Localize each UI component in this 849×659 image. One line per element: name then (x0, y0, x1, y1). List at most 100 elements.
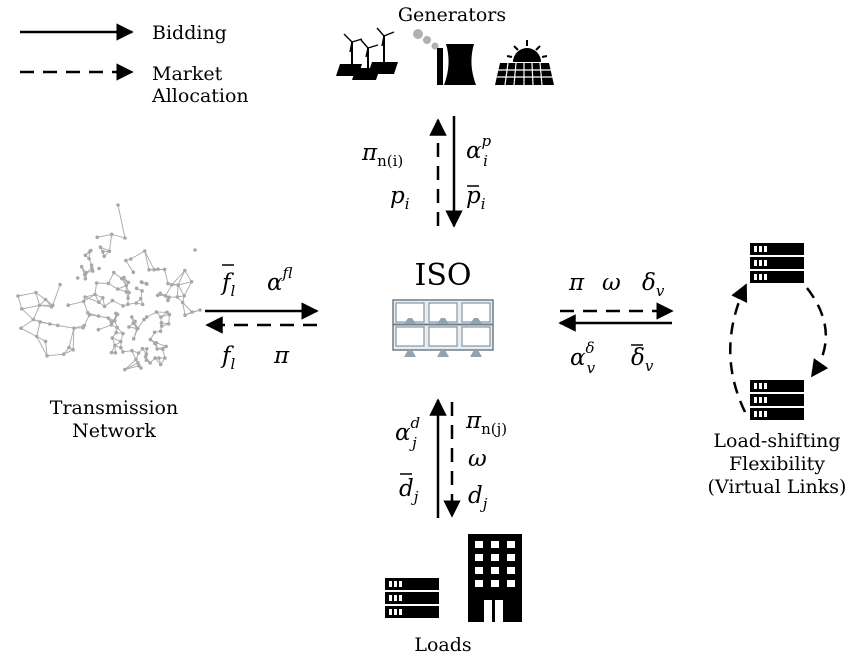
network-node (136, 361, 140, 365)
network-node (144, 315, 149, 319)
legend: Bidding Market Allocation (20, 22, 249, 107)
network-edge (171, 270, 186, 286)
load-server-icon (385, 578, 439, 618)
network-node (183, 313, 187, 318)
network-node (96, 327, 101, 332)
network-node (130, 348, 134, 353)
transmission-label-line2: Network (72, 420, 156, 442)
network-edge (94, 282, 98, 295)
network-node (152, 267, 156, 272)
network-node (127, 325, 131, 329)
transmission-label-line1: Transmission (50, 397, 178, 419)
alpha-f-l-label: αfl (267, 264, 293, 296)
svg-text:dj: dj (399, 476, 419, 506)
network-node (127, 290, 131, 295)
network-node (170, 283, 174, 287)
office-building-icon (468, 534, 522, 622)
network-node (126, 302, 130, 307)
network-node (81, 299, 86, 304)
network-node (101, 249, 105, 254)
network-edge (35, 292, 41, 306)
flexibility-node: Load-shifting Flexibility (Virtual Links… (708, 243, 847, 498)
iso-label: ISO (415, 258, 472, 293)
network-edge (182, 302, 193, 313)
pi-nj-label: πn(j) (465, 408, 507, 438)
flex-label-line2: Flexibility (729, 453, 825, 475)
network-node (124, 258, 128, 263)
network-node (106, 316, 111, 320)
network-edge (183, 281, 192, 297)
network-node (140, 302, 145, 307)
network-node (110, 336, 115, 340)
network-node (93, 292, 97, 297)
network-node (97, 300, 101, 305)
network-node (34, 290, 38, 295)
network-node (144, 281, 149, 286)
network-node (189, 280, 194, 284)
network-node (155, 347, 159, 351)
network-node (166, 298, 170, 303)
network-node (154, 310, 159, 314)
svg-text:δv: δv (631, 345, 654, 375)
f-l-label: fl (220, 343, 236, 373)
network-node (156, 267, 160, 272)
network-node (129, 257, 133, 261)
network-edge (184, 270, 192, 283)
network-edge (177, 281, 192, 286)
network-node (176, 283, 180, 287)
network-node (110, 320, 114, 324)
iso-building-icon (392, 299, 494, 357)
network-node (31, 317, 36, 322)
network-node (123, 236, 127, 240)
network-node (121, 350, 125, 354)
flex-label-line3: (Virtual Links) (708, 476, 847, 498)
network-node (198, 308, 202, 312)
network-node (97, 266, 101, 271)
network-node (126, 296, 130, 300)
network-node (142, 317, 146, 322)
network-node (96, 314, 101, 318)
network-node (120, 276, 124, 281)
network-edge (176, 284, 179, 297)
svg-text:pi: pi (466, 183, 486, 213)
network-node (83, 295, 87, 299)
network-node (55, 323, 60, 328)
network-edge (68, 300, 84, 306)
network-node (138, 296, 143, 301)
virtual-link-up (729, 283, 748, 413)
network-node (84, 270, 88, 275)
network-node (166, 322, 171, 326)
power-plant-icon (413, 29, 476, 85)
network-node (182, 294, 186, 298)
network-node (153, 356, 157, 360)
network-edge (21, 304, 40, 310)
network-edge (45, 341, 48, 356)
solar-panel-icon (495, 40, 554, 86)
network-edge (83, 301, 89, 313)
network-node (61, 352, 66, 357)
network-node (90, 269, 95, 273)
f-bar-l-label: fl (220, 264, 236, 300)
network-node (147, 268, 151, 272)
network-node (136, 351, 141, 355)
network-node (119, 339, 123, 344)
network-node (34, 334, 39, 339)
network-edge (108, 234, 113, 252)
network-edge (124, 362, 139, 371)
network-node (144, 358, 149, 363)
network-node (67, 345, 71, 350)
network-node (142, 249, 147, 253)
pi-ni-label: πn(i) (361, 140, 403, 170)
network-node (159, 324, 164, 328)
network-node (89, 263, 94, 268)
network-node (106, 281, 111, 286)
network-node (109, 323, 114, 327)
network-node (37, 303, 42, 308)
network-node (114, 330, 118, 335)
network-node (124, 290, 129, 294)
network-node (72, 326, 76, 331)
network-node (112, 270, 116, 275)
